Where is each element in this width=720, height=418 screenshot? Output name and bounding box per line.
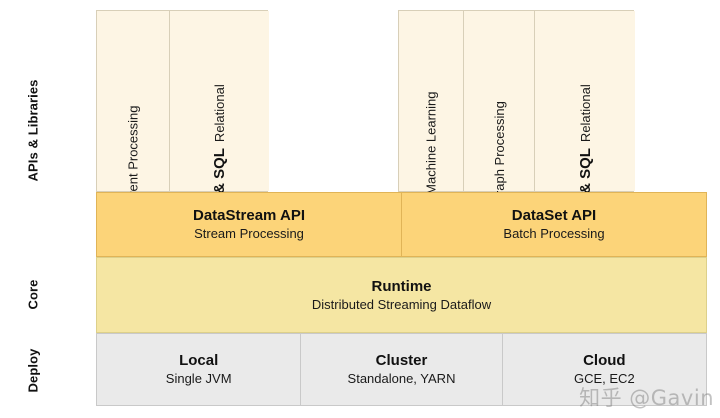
api-band: DataStream API Stream Processing DataSet… [96, 192, 707, 257]
library-group-streaming: CEP Event Processing Table API & SQL Rel… [96, 10, 269, 265]
library-gelly-desc: Graph Processing [491, 101, 507, 206]
core-cell-runtime[interactable]: Runtime Distributed Streaming Dataflow [97, 258, 706, 332]
library-flinkml-desc: Machine Learning [423, 91, 439, 195]
deploy-cell-cloud[interactable]: Cloud GCE, EC2 [503, 334, 706, 405]
library-cell-flinkml[interactable]: FlinkML Machine Learning [399, 11, 464, 258]
library-table-api-sql-streaming-desc: Relational [212, 84, 228, 143]
api-cell-datastream[interactable]: DataStream API Stream Processing [97, 193, 402, 256]
deploy-local-sub: Single JVM [165, 371, 232, 387]
row-label-deploy-text: Deploy [25, 348, 41, 392]
api-dataset-sub: Batch Processing [503, 226, 605, 242]
api-cell-dataset[interactable]: DataSet API Batch Processing [402, 193, 706, 256]
deploy-local-title: Local [179, 352, 219, 370]
row-label-apis-libraries-text: APIs & Libraries [25, 78, 41, 182]
row-label-apis-libraries: APIs & Libraries [16, 10, 50, 250]
deploy-cell-local[interactable]: Local Single JVM [97, 334, 302, 405]
library-group-batch: FlinkML Machine Learning Gelly Graph Pro… [398, 10, 635, 265]
deploy-cloud-title: Cloud [583, 352, 626, 370]
api-datastream-sub: Stream Processing [194, 226, 304, 242]
deploy-cluster-title: Cluster [375, 352, 428, 370]
api-dataset-title: DataSet API [511, 207, 597, 225]
deploy-band: Local Single JVM Cluster Standalone, YAR… [96, 333, 707, 406]
core-band: Runtime Distributed Streaming Dataflow [96, 257, 707, 333]
row-label-deploy: Deploy [16, 334, 50, 406]
core-runtime-title: Runtime [371, 277, 432, 295]
deploy-cluster-sub: Standalone, YARN [347, 371, 456, 387]
deploy-cloud-sub: GCE, EC2 [573, 371, 635, 387]
library-cell-gelly[interactable]: Gelly Graph Processing [464, 11, 535, 248]
library-cell-table-api-sql-streaming[interactable]: Table API & SQL Relational [170, 11, 269, 265]
library-cell-cep[interactable]: CEP Event Processing [97, 11, 170, 244]
deploy-cell-cluster[interactable]: Cluster Standalone, YARN [301, 334, 503, 405]
library-table-api-sql-batch-desc: Relational [577, 84, 593, 143]
row-label-core: Core [16, 258, 50, 330]
library-cell-table-api-sql-batch[interactable]: Table API & SQL Relational [535, 11, 635, 265]
row-label-core-text: Core [25, 278, 41, 310]
core-runtime-sub: Distributed Streaming Dataflow [311, 296, 492, 312]
api-datastream-title: DataStream API [193, 207, 305, 225]
